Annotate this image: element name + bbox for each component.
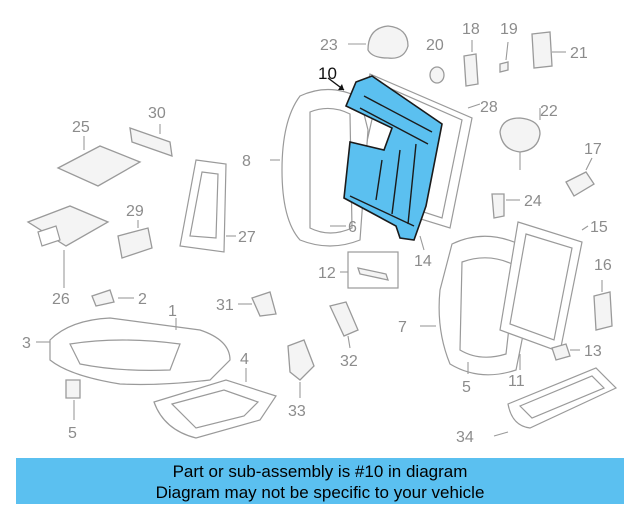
part-17-bracket <box>565 157 595 197</box>
callout-20: 20 <box>426 37 444 54</box>
part-9-seat-back <box>420 235 533 376</box>
part-16-bracket <box>593 280 613 331</box>
part-13-clip <box>551 343 580 361</box>
callout-6: 6 <box>348 219 357 236</box>
part-25-pad <box>56 136 142 187</box>
callout-34: 34 <box>456 429 474 446</box>
banner-line-2: Diagram may not be specific to your vehi… <box>155 483 485 502</box>
part-10-highlighted-panel <box>327 75 443 241</box>
callout-5: 5 <box>68 425 77 442</box>
part-4-frame <box>153 368 277 439</box>
part-22-headrest <box>499 108 541 170</box>
callout-18: 18 <box>462 21 480 38</box>
part-30-strip <box>129 124 173 157</box>
info-banner: Part or sub-assembly is #10 in diagram D… <box>16 458 624 504</box>
callout-12: 12 <box>318 265 336 282</box>
parts-diagram: 23 20 18 19 21 10 28 22 30 25 8 17 24 29… <box>22 21 618 446</box>
part-12-bolt <box>340 251 399 289</box>
part-24-bolt <box>491 193 520 219</box>
callout-3: 3 <box>22 335 31 352</box>
callout-29: 29 <box>126 203 144 220</box>
part-1-cushion <box>36 317 231 386</box>
callout-14: 14 <box>414 253 432 270</box>
part-27-frame <box>179 159 236 253</box>
callout-8: 8 <box>242 153 251 170</box>
part-8-seat-back <box>270 88 369 247</box>
callout-4: 4 <box>240 351 249 368</box>
callout-7: 5 <box>462 379 471 396</box>
callout-10: 10 <box>318 64 337 83</box>
part-20-cap <box>429 66 445 84</box>
part-19-bolt <box>499 41 509 73</box>
part-34-cushion <box>493 367 618 437</box>
callout-22: 22 <box>540 103 558 120</box>
part-32-bracket <box>329 301 359 349</box>
callout-labels: 23 20 18 19 21 10 28 22 30 25 8 17 24 29… <box>22 21 612 446</box>
callout-9: 7 <box>398 319 407 336</box>
callout-28: 28 <box>480 99 498 116</box>
part-10-fill <box>343 75 443 241</box>
callout-30: 30 <box>148 105 166 122</box>
part-21-guide <box>531 31 566 69</box>
callout-26: 26 <box>52 291 70 308</box>
callout-16: 16 <box>594 257 612 274</box>
part-33-bracket <box>287 339 315 398</box>
part-15-frame <box>499 221 589 370</box>
callout-15: 15 <box>590 219 608 236</box>
callout-17: 17 <box>584 141 602 158</box>
callout-1: 1 <box>168 303 177 320</box>
callout-2: 2 <box>138 291 147 308</box>
callout-23: 23 <box>320 37 338 54</box>
callout-32: 32 <box>340 353 358 370</box>
part-5-bracket <box>65 379 81 420</box>
part-23-headrest <box>348 25 409 59</box>
part-18-bracket <box>463 40 479 87</box>
part-2-clip <box>91 289 134 307</box>
part-31-bracket <box>238 291 277 317</box>
banner-line-1: Part or sub-assembly is #10 in diagram <box>172 462 468 481</box>
callout-21: 21 <box>570 45 588 62</box>
callout-13: 13 <box>584 343 602 360</box>
callout-31: 31 <box>216 297 234 314</box>
callout-25: 25 <box>72 119 90 136</box>
callout-33: 33 <box>288 403 306 420</box>
callout-11: 11 <box>508 373 525 390</box>
callout-24: 24 <box>524 193 542 210</box>
part-26-latch <box>26 205 110 288</box>
callout-19: 19 <box>500 21 518 38</box>
callout-27: 27 <box>238 229 256 246</box>
part-29-trim <box>117 220 153 259</box>
